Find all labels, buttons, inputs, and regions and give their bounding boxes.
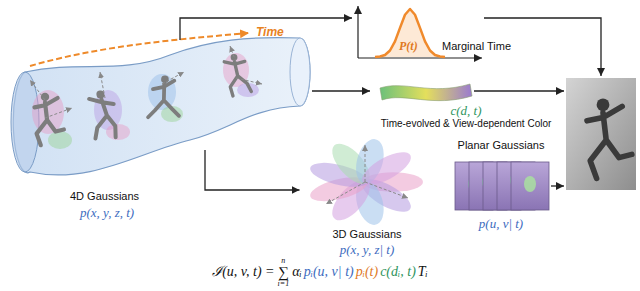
sum-limit: i=1 <box>278 280 290 288</box>
axis-arrow <box>30 80 45 100</box>
distribution-formula: P(t) <box>399 39 418 53</box>
formula-term: pᵢ(t) <box>356 264 378 281</box>
axis-arrow <box>162 72 184 84</box>
axis-arrow <box>365 145 366 182</box>
time-label: Time <box>256 25 284 39</box>
render-arrow <box>474 90 564 91</box>
axis-arrow <box>230 46 236 62</box>
color-formula: c(d, t) <box>450 103 481 119</box>
sum-symbol: ∑ <box>278 265 289 280</box>
distribution-formula: p(u, v| t) <box>479 216 523 232</box>
distribution-formula: p(x, y, z| t) <box>340 242 394 258</box>
distribution-formula: p(x, y, z, t) <box>80 205 134 221</box>
flow-arrow <box>180 18 352 40</box>
gaussian-blob <box>48 131 72 149</box>
formula-term: c(dᵢ, t) <box>380 264 416 281</box>
rendering-formula: ℐ(u, v, t) = n∑i=1αᵢpᵢ(u, v| t)pᵢ(t)c(dᵢ,… <box>0 257 640 288</box>
formula-term: ℐ(u, v, t) = <box>212 264 274 281</box>
node-heading: Time-evolved & View-dependent Color <box>381 118 552 130</box>
image-plane <box>511 162 549 210</box>
dancer-figure <box>148 74 184 122</box>
rendered-image <box>566 78 636 190</box>
dancer-body <box>35 98 64 145</box>
dancer-head <box>597 98 610 111</box>
time-distribution-curve <box>375 9 445 57</box>
flow-arrow <box>205 150 300 190</box>
sum-limit: n <box>281 257 285 265</box>
node-heading: Planar Gaussians <box>458 139 545 152</box>
gaussian-tube: 4D Gaussiansp(x, y, z, t) <box>5 40 312 150</box>
axis-arrow <box>326 182 365 204</box>
gaussian-3d-petals <box>306 137 423 226</box>
plot-axis <box>357 6 358 58</box>
summation: n∑i=1 <box>278 257 290 288</box>
flow-arrow <box>312 90 370 91</box>
dancer-body <box>148 78 184 122</box>
rendered-dancer <box>587 98 632 178</box>
marginal-time-plot: P(t) Marginal Time <box>352 2 527 60</box>
color-ribbon: c(d, t)Time-evolved & View-dependent Col… <box>370 80 562 133</box>
node-heading: 3D Gaussians <box>332 228 401 241</box>
dancer-figure <box>224 53 252 97</box>
formula-term: αᵢ <box>292 264 302 281</box>
planar-gaussian-stack <box>455 162 549 210</box>
planar-gaussians: Planar Gaussians p(u, v| t) <box>445 137 557 233</box>
axis-arrow <box>45 108 72 118</box>
color-ribbon-shape <box>380 84 472 101</box>
axis-arrow <box>365 182 408 198</box>
node-heading: 4D Gaussians <box>70 190 139 203</box>
dancer-figure <box>35 93 64 145</box>
dancer-body <box>87 94 120 141</box>
formula-term: pᵢ(u, v| t) <box>304 264 354 281</box>
time-arrow <box>30 33 248 66</box>
gaussian-blob <box>106 124 130 140</box>
dancer-figure <box>86 88 121 141</box>
gaussian-petal <box>355 147 418 191</box>
dancer-body <box>587 106 632 178</box>
formula-term: Tᵢ <box>418 264 428 281</box>
render-arrow <box>551 185 564 186</box>
planar-blob <box>524 176 536 192</box>
axis-arrow <box>100 72 105 98</box>
gaussian-3d: 3D Gaussiansp(x, y, z| t) <box>300 135 435 257</box>
tube-end <box>290 38 310 106</box>
axis-arrow <box>236 78 262 84</box>
node-heading: Marginal Time <box>442 40 511 53</box>
